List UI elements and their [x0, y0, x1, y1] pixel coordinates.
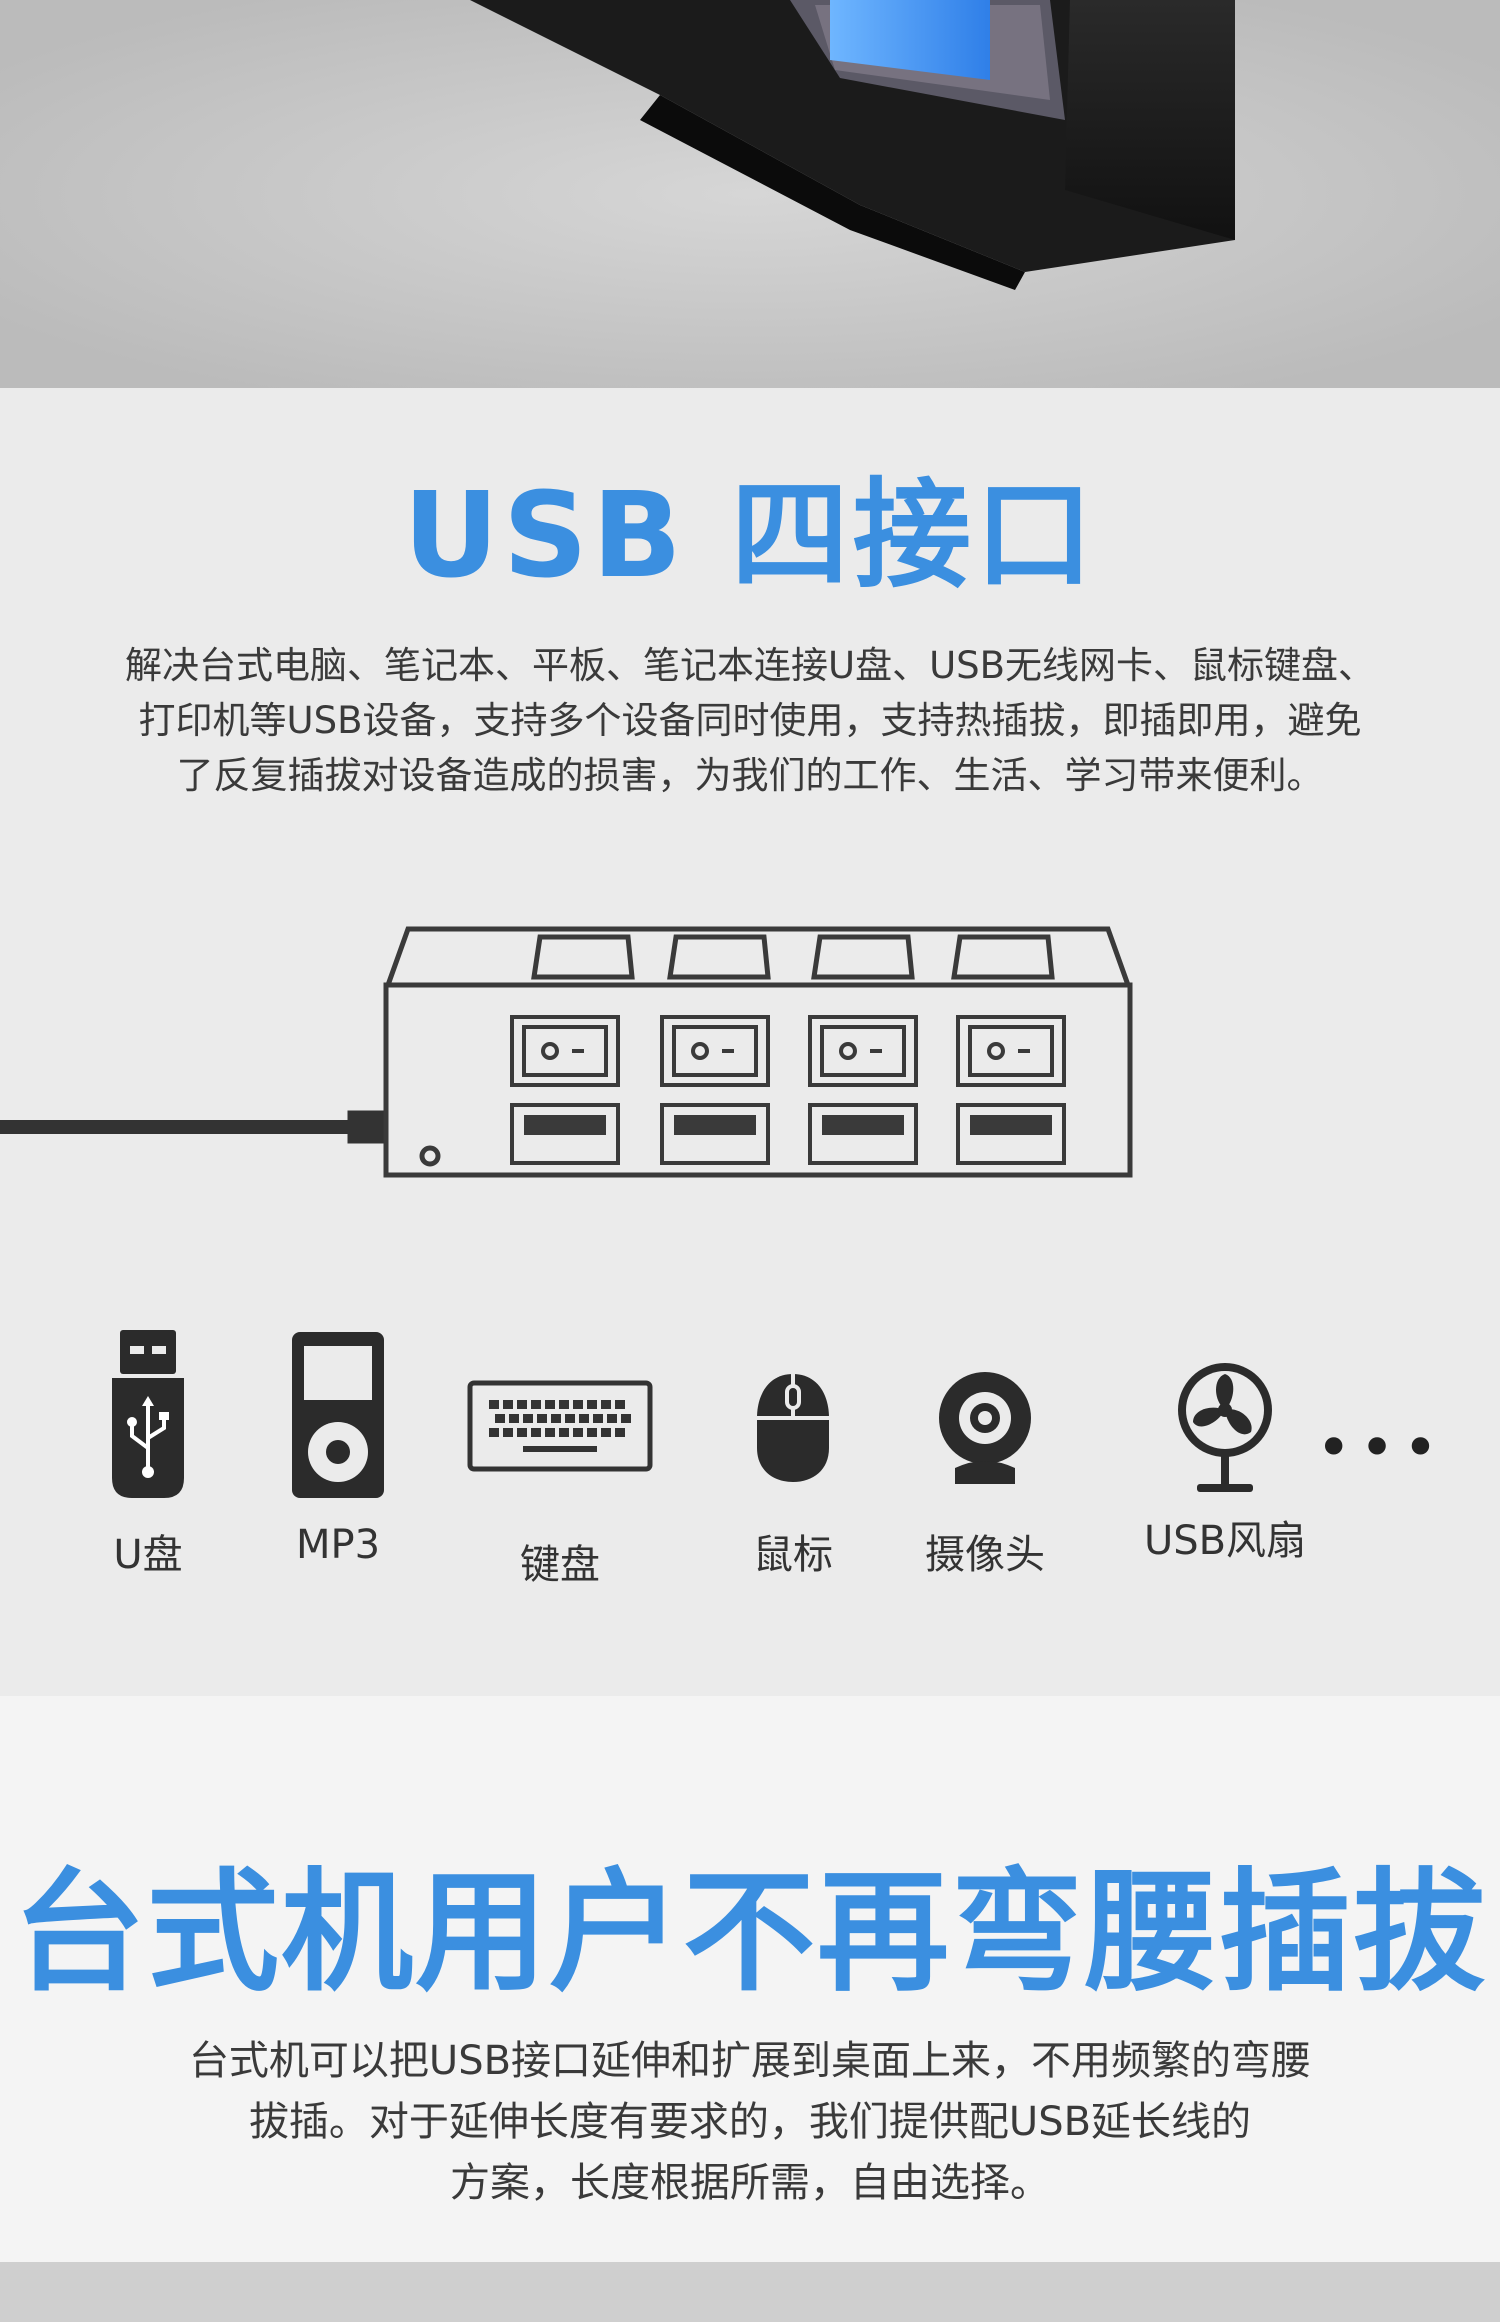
keyboard-icon [467, 1380, 653, 1472]
device-label: USB风扇 [1143, 1518, 1307, 1564]
bottom-strip [0, 2262, 1500, 2322]
fan-icon [1178, 1363, 1272, 1492]
section1-line: 解决台式电脑、笔记本、平板、笔记本连接U盘、USB无线网卡、鼠标键盘、 [124, 644, 1376, 687]
device-usb-drive: U盘 [88, 1330, 208, 1580]
webcam-icon [939, 1372, 1031, 1484]
device-label: 鼠标 [753, 1532, 833, 1578]
section-desktop-users [0, 1696, 1500, 2262]
device-label: 摄像头 [925, 1532, 1045, 1578]
device-label: MP3 [295, 1522, 381, 1568]
section1-title: USB 四接口 [403, 466, 1097, 604]
product-photo [0, 0, 1500, 388]
device-mouse: 鼠标 [738, 1372, 848, 1580]
section2-description: 台式机可以把USB接口延伸和扩展到桌面上来，不用频繁的弯腰 拔插。对于延伸长度有… [30, 2031, 1470, 2214]
section1-line: 打印机等USB设备，支持多个设备同时使用，支持热插拔，即插即用，避免 [138, 699, 1362, 742]
section2-line: 方案，长度根据所需，自由选择。 [450, 2160, 1050, 2206]
section2-line: 拔插。对于延伸长度有要求的，我们提供配USB延长线的 [248, 2099, 1252, 2145]
usb-flash-drive-icon [112, 1330, 184, 1498]
more-devices-ellipsis: ••• [1316, 1413, 1447, 1483]
device-label: U盘 [113, 1532, 183, 1578]
section-usb-four-ports [0, 388, 1500, 1696]
mouse-icon [757, 1374, 829, 1482]
device-mp3: MP3 [278, 1330, 398, 1568]
section2-line: 台式机可以把USB接口延伸和扩展到桌面上来，不用频繁的弯腰 [188, 2038, 1312, 2084]
device-keyboard: 键盘 [460, 1380, 660, 1590]
device-webcam: 摄像头 [920, 1372, 1050, 1580]
usb-hub-photo [0, 0, 1500, 388]
mp3-player-icon [292, 1332, 384, 1498]
section2-title: 台式机用户不再弯腰插拔 [13, 1856, 1487, 2010]
device-label: 键盘 [520, 1542, 600, 1588]
usb-hub-illustration [0, 926, 1133, 1178]
section1-line: 了反复插拔对设备造成的损害，为我们的工作、生活、学习带来便利。 [176, 754, 1324, 797]
device-fan: USB风扇 [1135, 1360, 1315, 1566]
section1-description: 解决台式电脑、笔记本、平板、笔记本连接U盘、USB无线网卡、鼠标键盘、 打印机等… [30, 638, 1470, 803]
